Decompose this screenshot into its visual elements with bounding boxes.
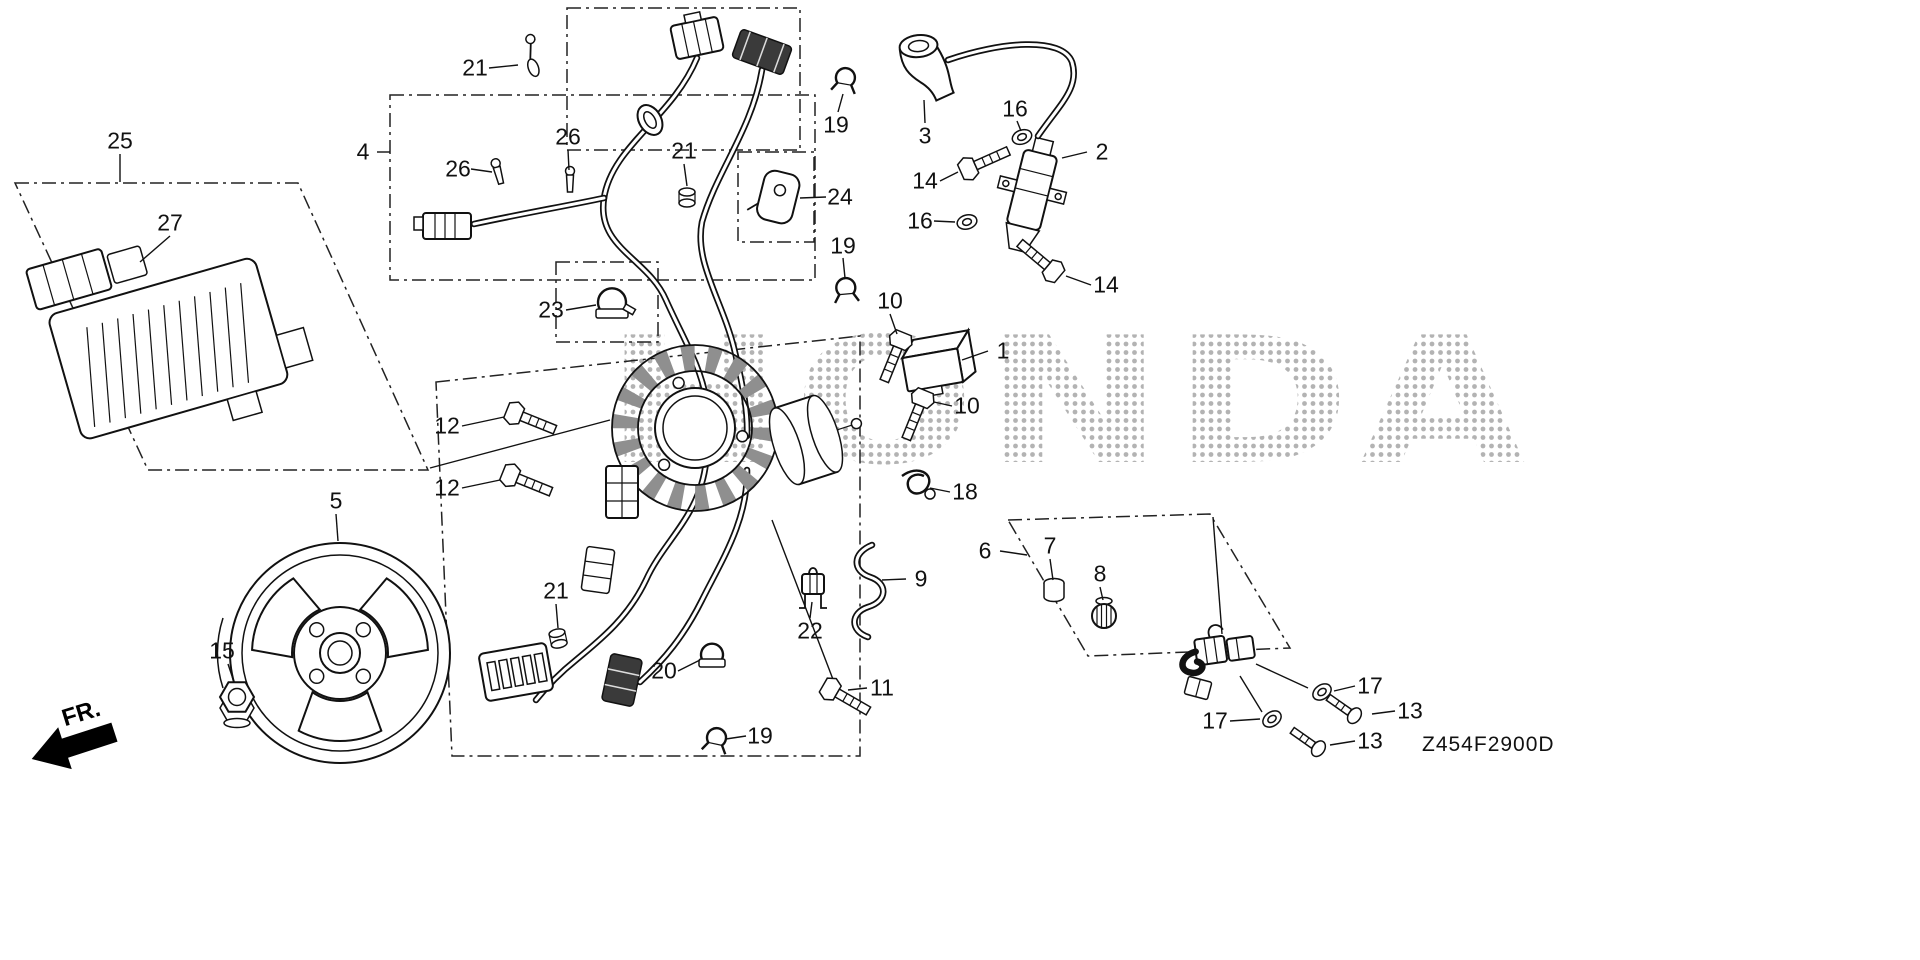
spark-plug-cap-drawing	[898, 33, 1077, 140]
part-callout: 19	[747, 722, 773, 749]
part-callout: 16	[1002, 95, 1028, 122]
part-callout: 17	[1357, 672, 1383, 699]
part-callout: 6	[978, 537, 992, 564]
part-callout: 23	[538, 296, 564, 323]
part-callout: 19	[830, 232, 856, 259]
harness-connectors	[413, 10, 793, 707]
part-callout: 14	[912, 167, 938, 194]
part-callout: 13	[1357, 727, 1383, 754]
part-callout: 10	[954, 392, 980, 419]
part-callout: 19	[823, 111, 849, 138]
flange-nut-drawing	[218, 681, 256, 729]
part-callout: 8	[1093, 560, 1107, 587]
part-callout: 26	[555, 123, 581, 150]
part-callout: 26	[445, 155, 471, 182]
part-callout: 14	[1093, 271, 1119, 298]
part-callout: 27	[157, 209, 183, 236]
part-callout: 25	[107, 127, 133, 154]
part-callout: 20	[651, 657, 677, 684]
leader-lines	[119, 64, 1396, 746]
part-callout: 1	[996, 337, 1010, 364]
part-callout: 5	[329, 487, 343, 514]
part-callout: 3	[918, 122, 932, 149]
part-callout: 16	[907, 207, 933, 234]
cdi-unit-drawing	[900, 327, 977, 398]
charge-coil-drawing	[768, 394, 863, 486]
part-callout: 10	[877, 287, 903, 314]
part-callout: 2	[1095, 138, 1109, 165]
part-callout: 13	[1397, 697, 1423, 724]
part-callout: 12	[434, 474, 460, 501]
part-callout: 7	[1043, 532, 1057, 559]
diagram-code: Z454F2900D	[1422, 733, 1555, 756]
flywheel-drawing	[216, 542, 451, 764]
part-callout: 21	[543, 577, 569, 604]
stator-drawing	[611, 344, 779, 512]
part-callout: 12	[434, 412, 460, 439]
regulator-rectifier-drawing	[25, 245, 314, 440]
part-callout: 21	[671, 137, 697, 164]
part-callout: 24	[827, 183, 853, 210]
small-parts	[489, 33, 1365, 760]
honda-watermark: HONDA	[605, 301, 1535, 504]
part-callout: 9	[914, 565, 928, 592]
part-callout: 22	[797, 617, 823, 644]
front-direction-arrow	[31, 722, 118, 770]
part-callout: 4	[356, 138, 370, 165]
part-callout: 15	[209, 637, 235, 664]
part-callout: 11	[870, 674, 894, 701]
ignition-coil-drawing	[996, 136, 1068, 253]
part-callout: 21	[462, 54, 488, 81]
assembly-lines	[429, 419, 1309, 713]
bracket-drawing	[746, 169, 801, 225]
part-callout: 18	[952, 478, 978, 505]
part-callout: 17	[1202, 707, 1228, 734]
